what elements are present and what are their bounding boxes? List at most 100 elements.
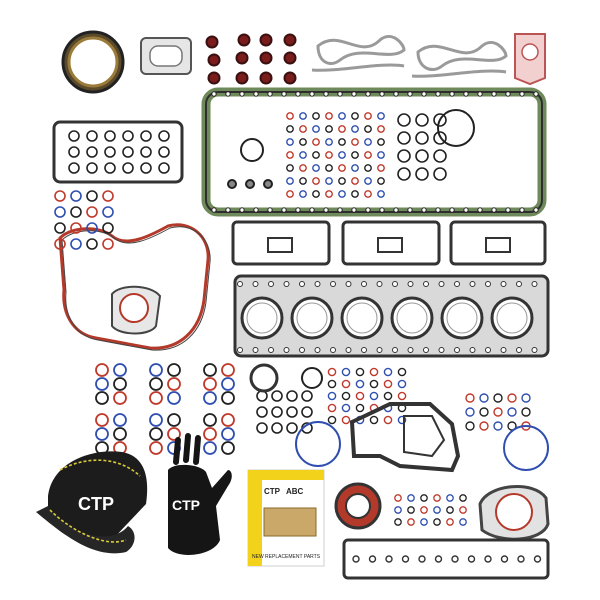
small-o-ring bbox=[364, 151, 372, 159]
small-o-ring bbox=[286, 164, 294, 172]
o-ring bbox=[203, 427, 217, 441]
small-o-ring bbox=[338, 177, 346, 185]
small-o-ring bbox=[493, 421, 503, 431]
o-ring bbox=[86, 238, 98, 250]
o-ring bbox=[271, 422, 283, 434]
valve-stem-seal bbox=[283, 33, 297, 47]
small-o-ring bbox=[312, 125, 320, 133]
bore-ring bbox=[496, 302, 528, 334]
small-o-ring bbox=[394, 506, 402, 514]
o-ring bbox=[104, 146, 116, 158]
o-ring bbox=[95, 391, 109, 405]
o-ring bbox=[54, 222, 66, 234]
bolt-hole bbox=[469, 281, 476, 287]
o-ring bbox=[286, 422, 298, 434]
o-ring bbox=[104, 162, 116, 174]
bolt-hole bbox=[299, 347, 305, 353]
o-ring bbox=[70, 190, 82, 202]
card-footer: NEW REPLACEMENT PARTS bbox=[252, 554, 321, 560]
o-ring bbox=[203, 441, 217, 455]
bore-ring bbox=[446, 302, 478, 334]
bolt-hole bbox=[352, 555, 360, 563]
card-title: ABC bbox=[286, 487, 304, 496]
o-ring bbox=[221, 377, 235, 391]
bolt-hole bbox=[418, 555, 426, 563]
small-o-ring bbox=[459, 494, 467, 502]
bolt-hole bbox=[435, 207, 441, 213]
small-o-ring bbox=[420, 494, 428, 502]
o-ring bbox=[102, 206, 114, 218]
bolt-hole bbox=[438, 281, 445, 287]
small-o-ring bbox=[299, 138, 307, 146]
o-ring bbox=[221, 363, 235, 377]
bolt-hole bbox=[407, 347, 414, 353]
o-ring bbox=[167, 363, 181, 377]
cylinder-bore bbox=[490, 296, 534, 340]
small-o-ring bbox=[446, 506, 454, 514]
small-o-ring bbox=[325, 164, 333, 172]
bolt-hole bbox=[330, 347, 336, 353]
small-o-ring bbox=[459, 518, 467, 526]
small-o-ring bbox=[341, 391, 351, 401]
bolt-hole bbox=[267, 91, 273, 97]
o-ring bbox=[140, 162, 152, 174]
small-o-ring bbox=[312, 190, 320, 198]
small-o-ring bbox=[286, 112, 294, 120]
small-o-ring bbox=[369, 415, 379, 425]
o-ring bbox=[167, 391, 181, 405]
glove-logo: CTP bbox=[172, 497, 200, 513]
cylinder-bore bbox=[290, 296, 334, 340]
bolt-hole bbox=[314, 347, 321, 353]
o-ring bbox=[301, 406, 313, 418]
small-o-ring bbox=[325, 138, 333, 146]
bolt-hole bbox=[393, 207, 399, 213]
small-o-ring bbox=[394, 518, 402, 526]
bolt-hole bbox=[407, 281, 414, 287]
o-ring bbox=[286, 390, 298, 402]
product-card: CTP ABC NEW REPLACEMENT PARTS bbox=[247, 469, 325, 567]
valve-stem-seal bbox=[235, 71, 249, 85]
rear-cover-gasket bbox=[478, 485, 550, 541]
small-o-ring bbox=[351, 190, 359, 198]
small-o-ring bbox=[299, 190, 307, 198]
o-ring bbox=[95, 427, 109, 441]
small-o-ring bbox=[355, 379, 365, 389]
bolt-hole bbox=[376, 281, 383, 287]
small-o-ring bbox=[338, 151, 346, 159]
bolt-hole bbox=[268, 281, 274, 287]
small-o-ring bbox=[459, 506, 467, 514]
o-ring bbox=[113, 377, 127, 391]
bolt-hole bbox=[533, 207, 539, 213]
small-o-ring bbox=[341, 379, 351, 389]
bolt-hole bbox=[449, 91, 455, 97]
small-o-ring bbox=[341, 403, 351, 413]
bolt-hole bbox=[485, 281, 491, 287]
o-ring bbox=[149, 391, 163, 405]
small-o-ring bbox=[351, 138, 359, 146]
o-ring bbox=[415, 113, 429, 127]
small-o-ring bbox=[351, 164, 359, 172]
small-o-ring bbox=[377, 164, 385, 172]
small-o-ring bbox=[364, 164, 372, 172]
bore-ring bbox=[246, 302, 278, 334]
bolt-hole bbox=[309, 91, 315, 97]
small-o-ring bbox=[465, 421, 475, 431]
bolt-hole bbox=[252, 347, 259, 353]
o-ring bbox=[433, 167, 447, 181]
large-o-ring bbox=[437, 109, 475, 147]
bolt-hole bbox=[516, 347, 522, 353]
o-ring bbox=[415, 131, 429, 145]
bolt-hole bbox=[421, 91, 427, 97]
plug bbox=[245, 179, 255, 189]
small-o-ring bbox=[325, 125, 333, 133]
bolt-hole bbox=[421, 207, 427, 213]
small-o-ring bbox=[521, 393, 531, 403]
bolt-hole bbox=[295, 91, 301, 97]
bolt-hole bbox=[376, 347, 383, 353]
bolt-hole bbox=[309, 207, 315, 213]
bolt-hole bbox=[407, 207, 413, 213]
small-o-ring bbox=[479, 393, 489, 403]
small-o-ring bbox=[364, 190, 372, 198]
o-ring bbox=[70, 206, 82, 218]
small-o-ring bbox=[338, 125, 346, 133]
